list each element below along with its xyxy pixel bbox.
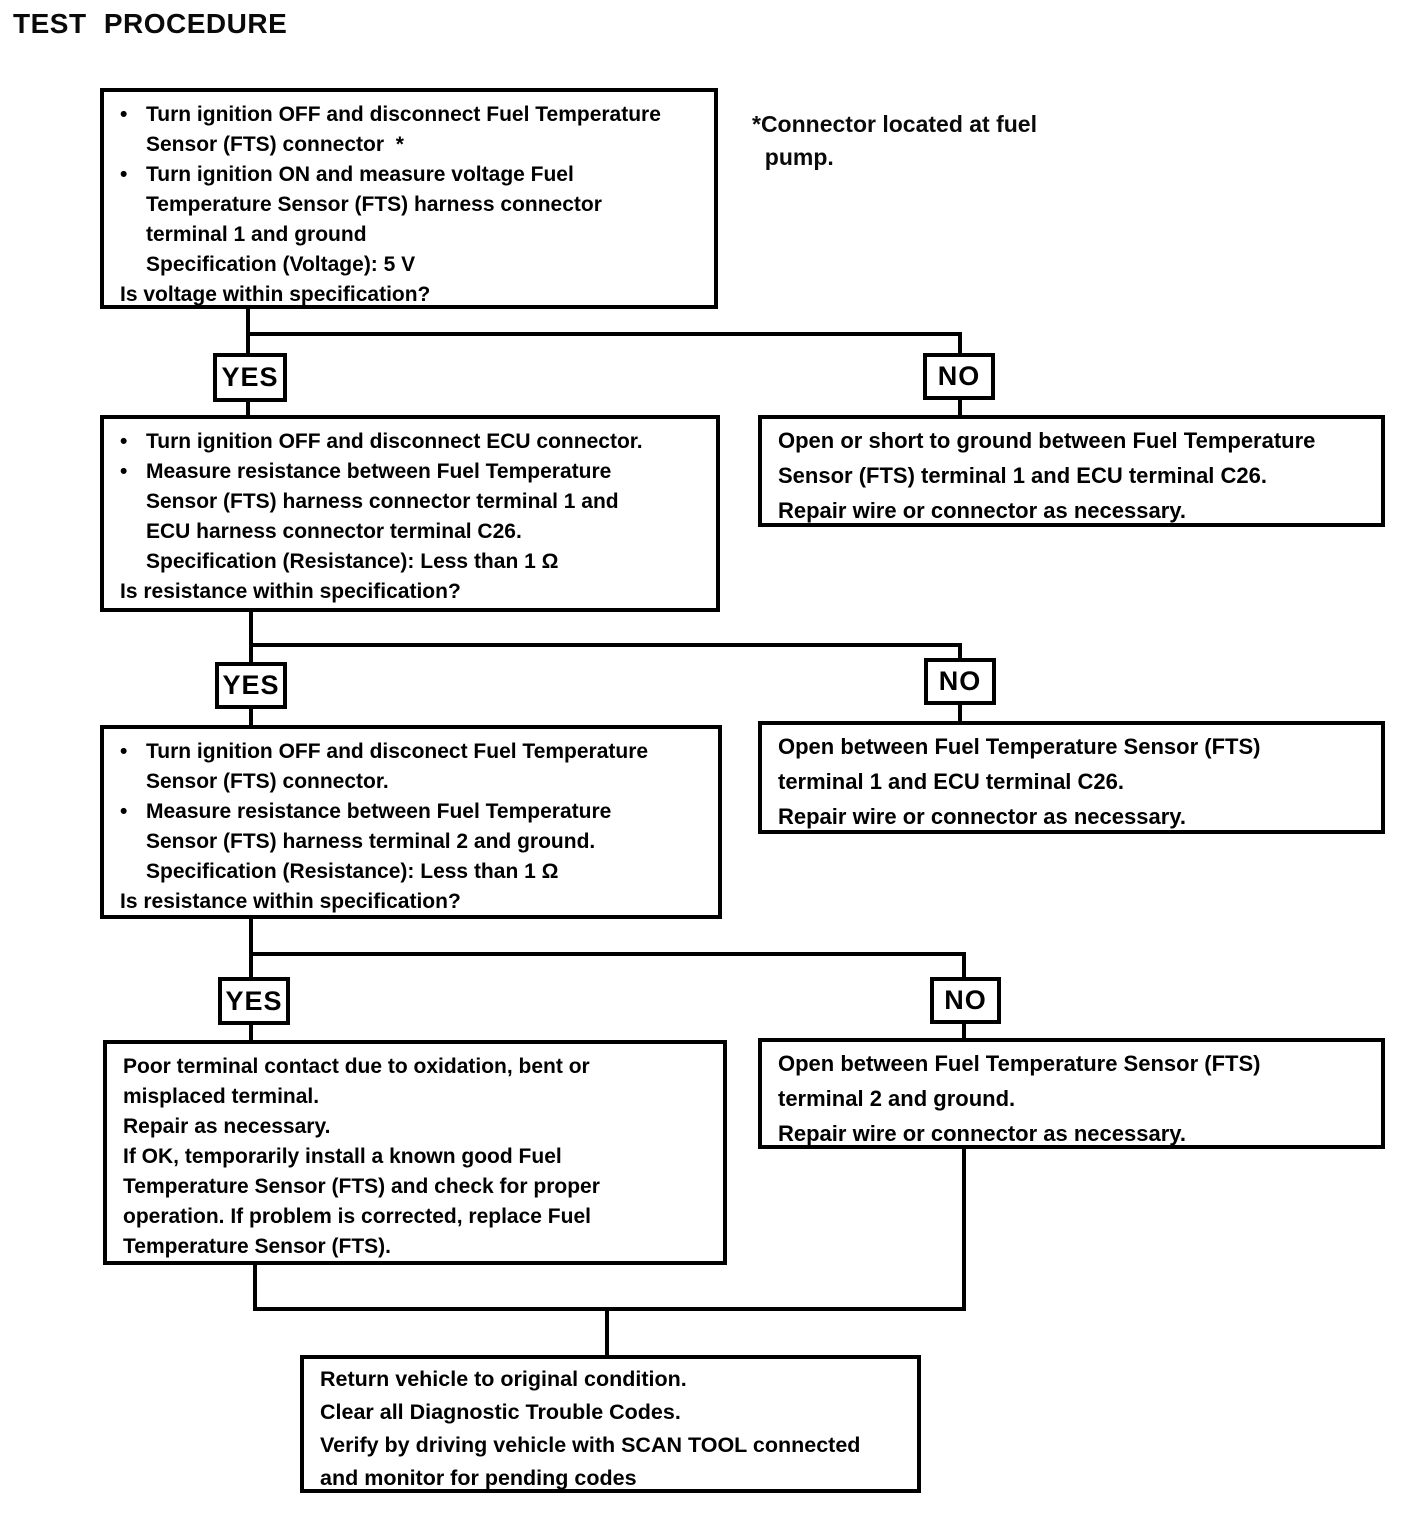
flow-connector	[249, 952, 966, 956]
flow-connector	[249, 612, 253, 645]
step2-spec: Specification (Resistance): Less than 1 …	[146, 550, 559, 573]
flow-connector	[249, 643, 253, 663]
step3-box: • Turn ignition OFF and disconect Fuel T…	[100, 725, 722, 919]
flow-connector	[249, 708, 253, 726]
flow-connector	[246, 400, 250, 416]
yes-label-1: YES	[213, 353, 287, 402]
step3-question: Is resistance within specification?	[120, 890, 461, 913]
step1-bullet-1-text: Turn ignition OFF and disconnect Fuel Te…	[146, 103, 661, 156]
step3-bullet-2: • Measure resistance between Fuel Temper…	[120, 797, 710, 857]
flow-connector	[249, 643, 962, 647]
flow-connector	[246, 308, 250, 336]
yes-label-3: YES	[218, 977, 290, 1025]
step1-bullet-2: • Turn ignition ON and measure voltage F…	[120, 160, 706, 250]
bullet-icon: •	[120, 163, 128, 186]
step1-spec: Specification (Voltage): 5 V	[146, 253, 416, 276]
flow-connector	[958, 643, 962, 659]
final-box: Return vehicle to original condition.Cle…	[300, 1355, 921, 1493]
result-yes3-box: Poor terminal contact due to oxidation, …	[103, 1040, 727, 1265]
flow-connector	[249, 1024, 253, 1041]
bullet-icon: •	[120, 103, 128, 126]
result-no3-box: Open between Fuel Temperature Sensor (FT…	[758, 1038, 1385, 1149]
flow-connector	[605, 1310, 609, 1358]
page-title: TEST PROCEDURE	[13, 8, 288, 39]
flow-connector	[246, 332, 962, 336]
no-label-2: NO	[924, 658, 996, 705]
step2-question: Is resistance within specification?	[120, 580, 461, 603]
step1-question: Is voltage within specification?	[120, 283, 431, 306]
flow-connector	[958, 704, 962, 722]
step3-spec: Specification (Resistance): Less than 1 …	[146, 860, 559, 883]
flow-connector	[958, 332, 962, 353]
step2-bullet-2-text: Measure resistance between Fuel Temperat…	[146, 460, 619, 543]
step1-bullet-2-text: Turn ignition ON and measure voltage Fue…	[146, 163, 602, 246]
flow-connector	[253, 1265, 257, 1311]
flow-connector	[962, 1149, 966, 1311]
step1-bullet-1: • Turn ignition OFF and disconnect Fuel …	[120, 100, 706, 160]
flow-connector	[962, 952, 966, 978]
step3-bullet-1: • Turn ignition OFF and disconect Fuel T…	[120, 737, 710, 797]
result-no2-box: Open between Fuel Temperature Sensor (FT…	[758, 721, 1385, 834]
result-no1-box: Open or short to ground between Fuel Tem…	[758, 415, 1385, 527]
bullet-icon: •	[120, 740, 128, 763]
step2-bullet-1-text: Turn ignition OFF and disconnect ECU con…	[146, 430, 643, 453]
step2-box: • Turn ignition OFF and disconnect ECU c…	[100, 415, 720, 612]
flow-connector	[962, 1023, 966, 1039]
step3-bullet-2-text: Measure resistance between Fuel Temperat…	[146, 800, 612, 853]
footnote: *Connector located at fuel pump.	[752, 111, 1037, 170]
step2-bullet-2: • Measure resistance between Fuel Temper…	[120, 457, 708, 547]
flow-connector	[246, 332, 250, 353]
no-label-1: NO	[923, 353, 995, 400]
bullet-icon: •	[120, 800, 128, 823]
bullet-icon: •	[120, 460, 128, 483]
yes-label-2: YES	[215, 662, 287, 709]
step1-box: • Turn ignition OFF and disconnect Fuel …	[100, 88, 718, 309]
no-label-3: NO	[930, 977, 1001, 1024]
step2-bullet-1: • Turn ignition OFF and disconnect ECU c…	[120, 427, 708, 457]
flow-connector	[249, 919, 253, 955]
step3-bullet-1-text: Turn ignition OFF and disconect Fuel Tem…	[146, 740, 649, 793]
flow-connector	[958, 398, 962, 416]
flow-connector	[249, 952, 253, 978]
flow-connector	[253, 1307, 966, 1311]
bullet-icon: •	[120, 430, 128, 453]
